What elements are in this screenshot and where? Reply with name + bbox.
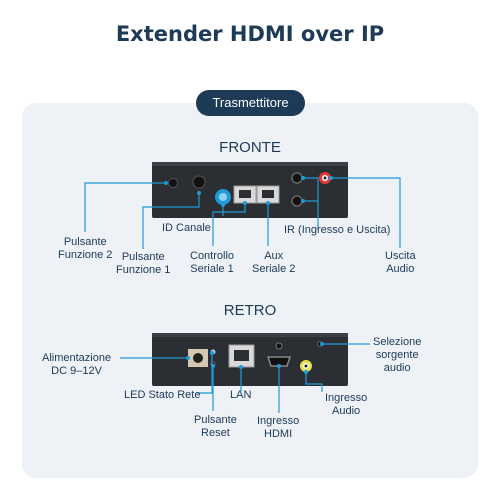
back-heading: RETRO bbox=[223, 302, 277, 319]
front-heading: FRONTE bbox=[219, 139, 281, 156]
transmitter-badge: Trasmettitore bbox=[196, 90, 305, 116]
ir-jack-1 bbox=[291, 172, 303, 184]
function-button-1 bbox=[192, 175, 206, 189]
hdmi-port bbox=[266, 356, 292, 367]
back-device bbox=[152, 333, 348, 386]
label-lan: LAN bbox=[230, 389, 252, 401]
label-channel-id: ID Canale bbox=[162, 222, 211, 234]
front-device bbox=[152, 162, 348, 218]
label-led: LED Stato Rete bbox=[124, 389, 201, 401]
function-button-2 bbox=[168, 178, 178, 188]
label-ir: IR (Ingresso e Uscita) bbox=[284, 224, 391, 236]
page-title: Extender HDMI over IP bbox=[115, 22, 385, 46]
ir-jack-2 bbox=[291, 195, 303, 207]
